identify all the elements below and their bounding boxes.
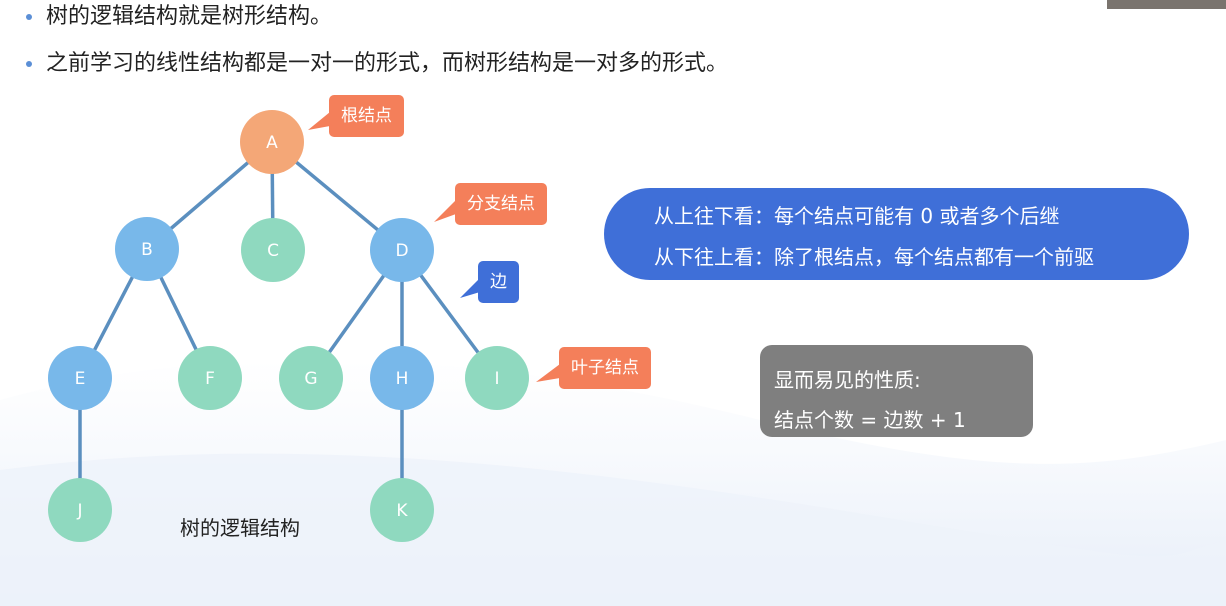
- tree-node-A: A: [240, 110, 304, 174]
- callout-pointer-branch: [434, 200, 456, 222]
- tree-node-circle: [370, 218, 434, 282]
- bullet-dot-icon: [26, 14, 32, 20]
- tree-node-label: H: [396, 369, 409, 389]
- bullet-item: 之前学习的线性结构都是一对一的形式，而树形结构是一对多的形式。: [26, 48, 728, 80]
- tree-node-B: B: [115, 217, 179, 281]
- tree-node-H: H: [370, 346, 434, 410]
- tree-node-circle: [48, 346, 112, 410]
- callout-edge: 边: [478, 261, 519, 303]
- tree-node-E: E: [48, 346, 112, 410]
- tree-node-label: G: [304, 369, 317, 389]
- tree-node-I: I: [465, 346, 529, 410]
- tree-node-label: I: [494, 369, 499, 389]
- tree-nodes: A B C D E F G H I J K: [48, 110, 529, 542]
- tree-node-circle: [115, 217, 179, 281]
- tree-node-label: J: [76, 501, 82, 521]
- info-gray-line-1: 显而易见的性质:: [774, 368, 921, 392]
- tree-node-label: C: [267, 241, 279, 261]
- tree-node-circle: [241, 218, 305, 282]
- tree-edges: [78, 140, 499, 510]
- bullet-text: 树的逻辑结构就是树形结构。: [46, 4, 333, 29]
- tree-node-D: D: [370, 218, 434, 282]
- tree-node-label: D: [395, 241, 408, 261]
- info-box-blue: 从上往下看：每个结点可能有 0 或者多个后继 从下往上看：除了根结点，每个结点都…: [604, 188, 1189, 280]
- tree-node-label: E: [75, 369, 86, 389]
- bullet-item: 树的逻辑结构就是树形结构。: [26, 1, 332, 33]
- callout-pointer-root: [308, 112, 330, 130]
- bullet-dot-icon: [26, 61, 32, 67]
- tree-node-circle: [370, 346, 434, 410]
- corner-video-thumbnail: [1107, 0, 1226, 9]
- bullet-text: 之前学习的线性结构都是一对一的形式，而树形结构是一对多的形式。: [46, 51, 729, 76]
- info-blue-line-2: 从下往上看：除了根结点，每个结点都有一个前驱: [654, 245, 1094, 269]
- tree-node-circle: [465, 346, 529, 410]
- tree-node-circle: [370, 478, 434, 542]
- info-blue-line-1: 从上往下看：每个结点可能有 0 或者多个后继: [654, 204, 1060, 228]
- tree-node-circle: [48, 478, 112, 542]
- tree-node-label: F: [205, 369, 215, 389]
- callout-pointer-leaf: [536, 364, 560, 382]
- tree-node-F: F: [178, 346, 242, 410]
- tree-node-circle: [279, 346, 343, 410]
- info-box-gray: 显而易见的性质: 结点个数 = 边数 + 1: [760, 345, 1033, 437]
- tree-node-circle: [178, 346, 242, 410]
- tree-node-C: C: [241, 218, 305, 282]
- info-gray-line-2: 结点个数 = 边数 + 1: [774, 408, 966, 432]
- callout-leaf: 叶子结点: [559, 347, 651, 389]
- tree-node-label: K: [396, 501, 408, 521]
- tree-node-label: B: [141, 240, 153, 260]
- tree-node-label: A: [266, 133, 278, 153]
- tree-node-J: J: [48, 478, 112, 542]
- tree-node-G: G: [279, 346, 343, 410]
- diagram-caption: 树的逻辑结构: [180, 516, 300, 540]
- tree-node-circle: [240, 110, 304, 174]
- callout-root: 根结点: [329, 95, 404, 137]
- callout-pointer-edge: [460, 278, 480, 298]
- callout-branch: 分支结点: [455, 183, 547, 225]
- tree-node-K: K: [370, 478, 434, 542]
